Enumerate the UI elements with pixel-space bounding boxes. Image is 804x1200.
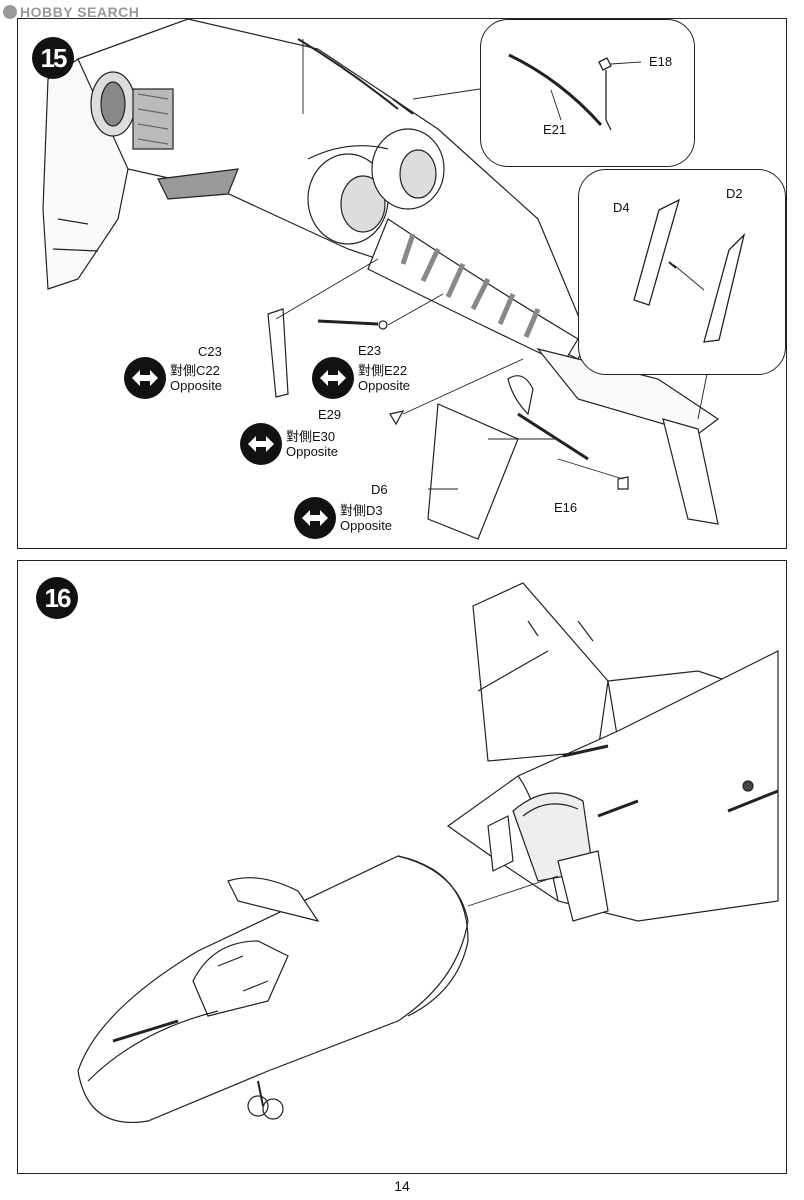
callout-d4-d2: D4 D2 xyxy=(578,169,786,375)
step-16-panel: 16 xyxy=(17,560,787,1174)
step-15-panel: 15 E18 E21 D4 D2 C23 E23 E29 D6 E16 對側C xyxy=(17,18,787,549)
page-number: 14 xyxy=(394,1178,410,1194)
part-label-d6: D6 xyxy=(371,482,388,497)
double-arrow-icon xyxy=(294,497,336,539)
part-label-e29: E29 xyxy=(318,407,342,422)
watermark: HOBBY SEARCH xyxy=(3,4,139,20)
step-number: 15 xyxy=(32,37,74,79)
part-label-e23: E23 xyxy=(358,343,382,358)
step-number: 16 xyxy=(36,577,78,619)
callout-e18-e21-drawing xyxy=(508,53,642,131)
part-label-d4: D4 xyxy=(613,200,630,215)
part-label-e21: E21 xyxy=(543,122,567,137)
double-arrow-icon xyxy=(312,357,354,399)
callout-d4-d2-drawing xyxy=(633,198,746,343)
step-16-drawing xyxy=(77,582,779,1123)
part-label-e18: E18 xyxy=(649,54,673,69)
part-label-d2: D2 xyxy=(726,186,743,201)
watermark-text: HOBBY SEARCH xyxy=(20,4,140,20)
part-label-e16: E16 xyxy=(554,500,578,515)
part-label-c23: C23 xyxy=(198,344,222,359)
hobby-search-logo-icon xyxy=(3,5,17,19)
double-arrow-icon xyxy=(240,423,282,465)
double-arrow-icon xyxy=(124,357,166,399)
callout-e18-e21: E18 E21 xyxy=(480,19,695,167)
step-15-drawing xyxy=(42,19,720,540)
